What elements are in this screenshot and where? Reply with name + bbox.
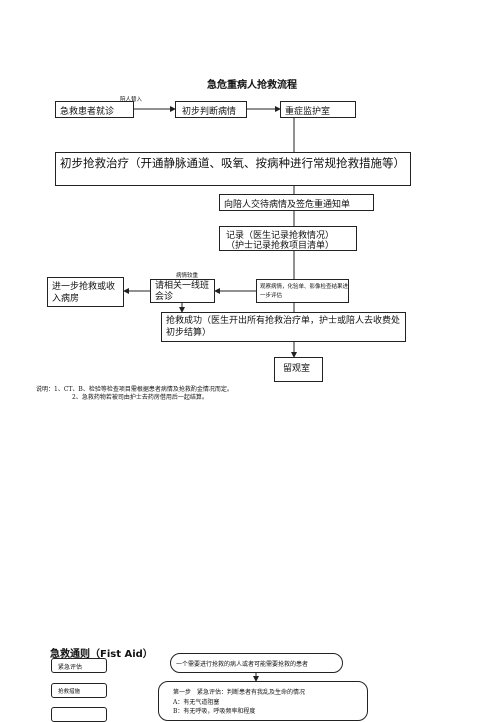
box-observation-room: 留观室 xyxy=(274,357,323,382)
box-transfer: 进一步抢救或收入病房 xyxy=(47,277,124,307)
note-line-1: 说明：1、CT、B、检验等检查项目需根据患者病情及抢救酌金情况而定。 xyxy=(36,386,233,393)
side-item-rescue: 抢救措施 xyxy=(51,683,107,698)
box-consult: 请相关一线班会诊 xyxy=(150,279,215,303)
box-treatment: 初步抢救治疗（开通静脉通道、吸氧、按病种进行常规抢救措施等） xyxy=(55,152,411,186)
patient-box: 一个需要进行抢救的病人或者可能需要抢救的患者 xyxy=(170,653,343,673)
box-judge: 初步判断病情 xyxy=(175,101,247,118)
box-record: 记录（医生记录抢救情况） （护士记录抢救项目清单） xyxy=(219,226,357,251)
first-aid-heading: 急救通则（Fist Aid） xyxy=(50,649,153,660)
consult-label: 病情较重 xyxy=(176,273,199,279)
page-title: 急危重病人抢救流程 xyxy=(207,80,297,91)
note-line-2: 2、急救药物若被司由护士去药房借用后一起结算。 xyxy=(72,394,208,401)
step1-box: 第一步 紧急评估：判断患者有我乱及生命的情况 A：有无气道阻塞 B：有无呼吸，呼… xyxy=(158,681,368,721)
box-inform: 向陪人交待病情及签危重通知单 xyxy=(219,194,374,211)
side-item-assessment: 紧急评估 xyxy=(51,658,107,673)
box-monitor: 重症监护室 xyxy=(280,101,356,118)
box-visit: 急救患者就诊 xyxy=(55,101,134,118)
box-success: 抢救成功（医生开出所有抢救治疗单，护士或陪人去收费处初步结算） xyxy=(161,312,406,342)
escort-label: 陪人替入 xyxy=(120,97,143,103)
box-observe: 观察病情，化验单、影像检查结果进一步评估 xyxy=(256,279,349,303)
